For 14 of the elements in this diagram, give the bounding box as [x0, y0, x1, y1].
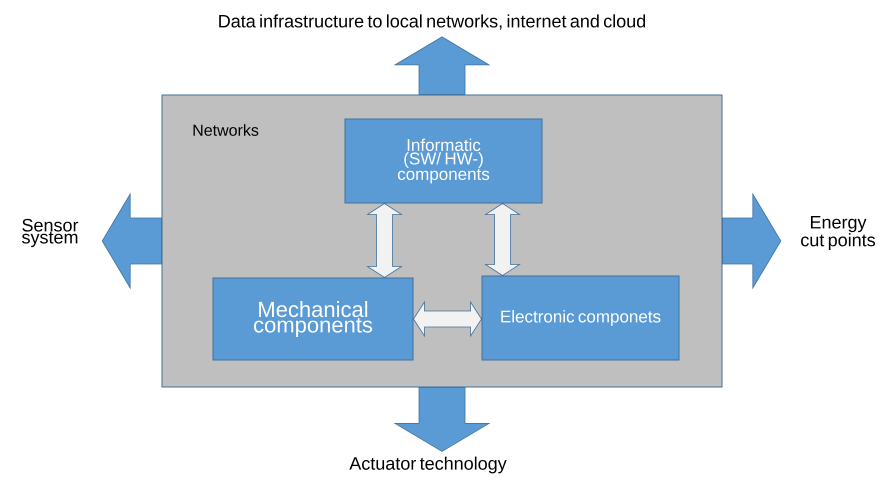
block-arrow [394, 387, 490, 452]
block-arrow [394, 36, 490, 95]
block-arrow [413, 300, 482, 338]
label-text: Energy cut points [801, 216, 876, 250]
label-text: Actuator technology [349, 456, 507, 474]
component-box: Informatic (SW/ HW-) components [344, 118, 542, 204]
block-arrow [722, 192, 782, 290]
block-arrow [102, 192, 162, 290]
block-arrow [484, 203, 521, 276]
label-text: Sensor system [22, 218, 78, 248]
component-box: Mechanical components [212, 278, 414, 360]
component-box: Electronic componets [482, 276, 680, 360]
block-arrow [366, 203, 403, 278]
label-text: Data infrastructure to local networks, internet and cloud [219, 14, 646, 30]
